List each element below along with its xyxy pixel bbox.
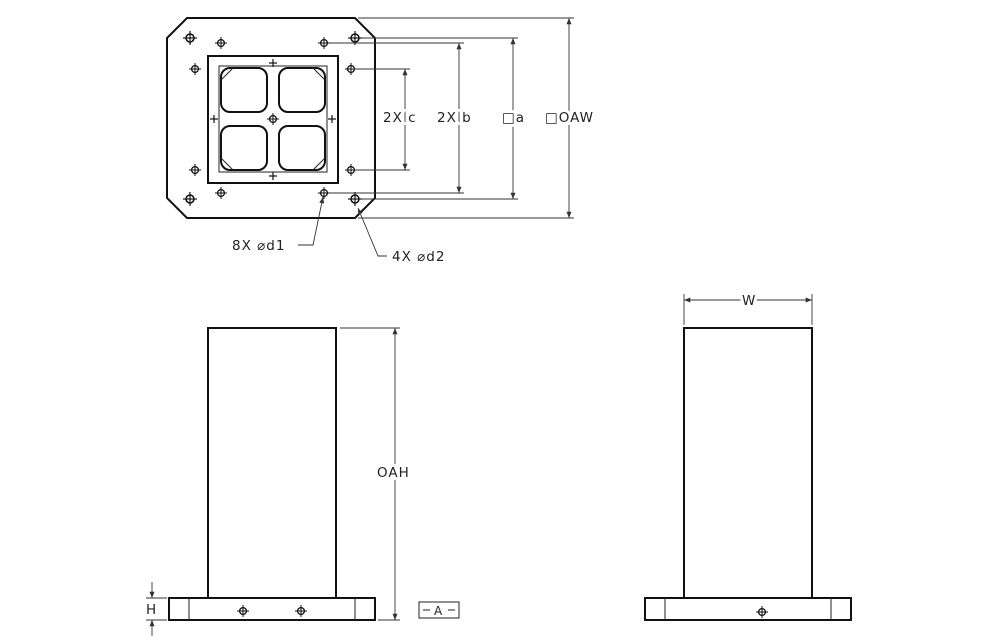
- column-cross-bottom: [269, 172, 277, 180]
- column-cross-right: [328, 115, 336, 123]
- dim-w-label: W: [742, 293, 756, 309]
- top-view: 2X c 2X c 2X b 2X b □a □a □OAW □OAW: [166, 17, 596, 265]
- side-view: W W: [644, 290, 852, 621]
- dim-c-label: 2X c: [383, 110, 417, 126]
- dim-oah: OAH OAH: [340, 327, 412, 621]
- d2-callout: 4X ⌀d2: [357, 207, 445, 265]
- hole-d1: [189, 164, 201, 176]
- datum-a: A: [418, 601, 460, 619]
- dim-b: 2X b 2X b: [330, 42, 474, 194]
- hole-d2: [183, 192, 197, 206]
- hole-d1: [318, 37, 330, 49]
- front-column: [207, 327, 337, 599]
- hole-d1: [215, 187, 227, 199]
- top-column-outline: [207, 55, 339, 184]
- pocket-bottom-right: [278, 125, 326, 171]
- dim-oah-label: OAH: [377, 465, 410, 481]
- hole-d2: [183, 31, 197, 45]
- dim-a-label: □a: [502, 110, 525, 126]
- dim-w: W W: [683, 290, 813, 325]
- dim-b-label: 2X b: [437, 110, 472, 126]
- dim-b-label: 2X b: [437, 110, 472, 126]
- column-cross-left: [210, 115, 218, 123]
- hole-d1: [318, 187, 330, 199]
- hole-d1: [189, 63, 201, 75]
- dim-h: H: [146, 582, 167, 636]
- side-base-plate: [644, 597, 852, 621]
- dim-oaw-label: □OAW: [545, 110, 594, 126]
- dim-h-label: H: [146, 602, 157, 618]
- base-hole-right: [295, 605, 307, 617]
- hole-d2: [348, 192, 362, 206]
- side-column: [683, 327, 813, 599]
- column-center-mark: [267, 113, 279, 125]
- dim-a: □a □a: [362, 37, 527, 200]
- d1-callout: 8X ⌀d1: [232, 196, 325, 254]
- dim-oaw: □OAW □OAW: [358, 17, 596, 219]
- dim-a-label: □a: [502, 110, 525, 126]
- dim-c-label: 2X c: [383, 110, 417, 126]
- d1-callout-label: 8X ⌀d1: [232, 238, 285, 254]
- side-base-hole: [756, 606, 768, 618]
- pocket-top-left: [220, 67, 268, 113]
- front-base-plate: [168, 597, 376, 621]
- hole-d1: [215, 37, 227, 49]
- datum-a-label: A: [434, 604, 443, 618]
- top-plate-outline: [166, 17, 376, 219]
- base-hole-left: [237, 605, 249, 617]
- front-view: OAH OAH H A: [146, 327, 460, 636]
- pockets: [220, 67, 326, 171]
- d2-callout-label: 4X ⌀d2: [392, 249, 445, 265]
- pocket-top-right: [278, 67, 326, 113]
- dim-w-label: W: [742, 293, 756, 309]
- pocket-bottom-left: [220, 125, 268, 171]
- dim-oah-label: OAH: [377, 465, 410, 481]
- dim-oaw-label: □OAW: [545, 110, 594, 126]
- dim-c: 2X c 2X c: [354, 68, 419, 171]
